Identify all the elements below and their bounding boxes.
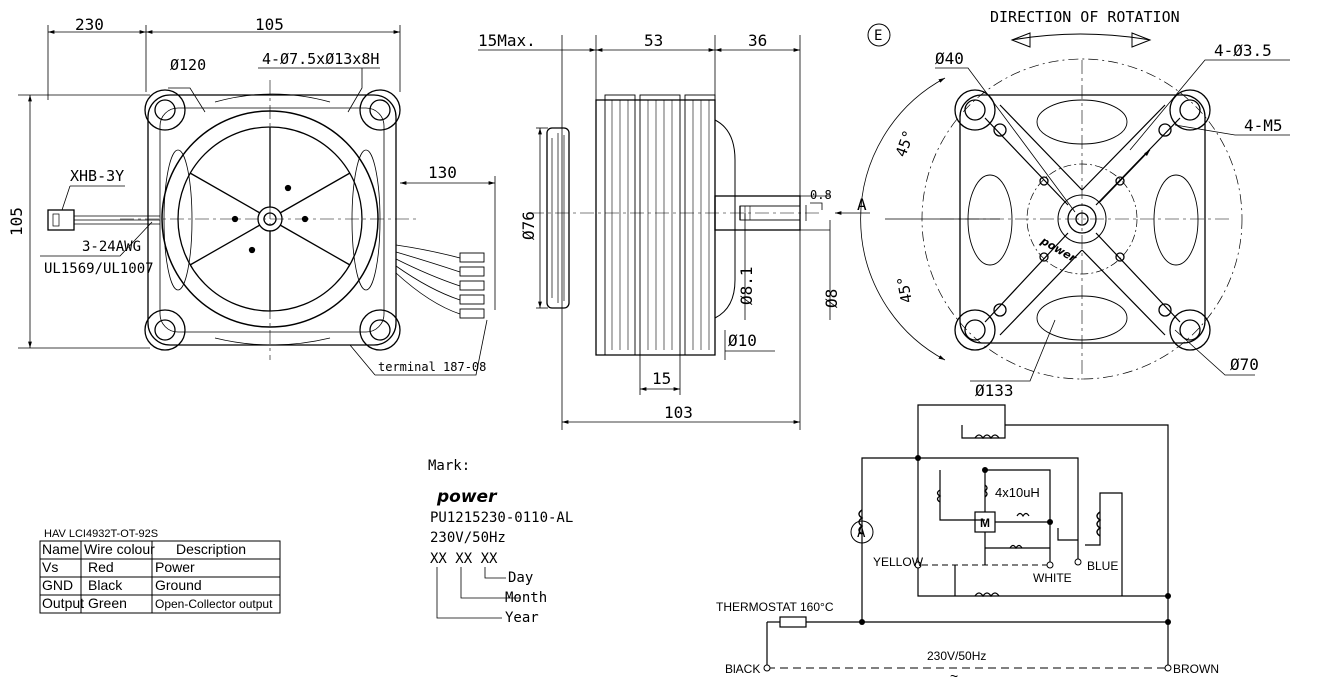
mark-model: PU1215230-0110-AL [430,510,573,526]
dim-15max: 15Max. [478,31,536,50]
dim-diameter-8-1: Ø8.1 [737,266,756,305]
wire-spec-label: UL1569/UL1007 [44,261,154,277]
front-view [18,25,496,376]
circuit-diagram [766,404,1169,669]
dim-diameter-40: Ø40 [935,49,964,68]
angle-45-top: 45° [892,128,918,160]
table-caption: HAV LCI4932T-OT-92S [44,528,158,540]
dim-diameter-70: Ø70 [1230,355,1259,374]
angle-45-bottom: 45° [894,275,916,305]
inductor-label: 4x10uH [995,485,1040,500]
table-cell: Power [155,559,195,575]
circuit-label-a: A [857,525,866,541]
mark-day: Day [508,570,533,586]
wire-brown-label: BROWN [1173,662,1219,676]
motor-symbol: M [980,516,990,530]
rear-view [860,23,1290,382]
dim-diameter-133: Ø133 [975,381,1014,400]
mark-title: Mark: [428,458,470,474]
table-header-name: Name [42,541,80,557]
dim-4-m5: 4-M5 [1244,116,1283,135]
dim-53: 53 [644,31,663,50]
ac-symbol: ~ [950,668,958,684]
mark-voltage: 230V/50Hz [430,530,506,546]
supply-label: 230V/50Hz [927,649,986,663]
dim-230: 230 [75,15,104,34]
dim-105-top: 105 [255,15,284,34]
mark-month: Month [505,590,547,606]
dim-105-left: 105 [7,207,26,236]
mark-leaders [436,567,520,619]
circuit-terminals [763,558,1172,672]
table-cell: Output [42,595,84,611]
mark-brand: power [436,487,498,507]
table-cell: Red [88,559,114,575]
dim-103: 103 [664,403,693,422]
table-cell: Green [88,595,127,611]
table-cell: Open-Collector output [155,597,273,611]
view-label-e: E [874,28,882,44]
rotation-label: DIRECTION OF ROTATION [990,8,1180,26]
side-view [478,35,870,430]
wire-table [39,540,281,614]
table-cell: GND [42,577,73,593]
dim-diameter-10: Ø10 [728,331,757,350]
connector-label: XHB-3Y [70,167,124,185]
mark-year: Year [505,610,539,626]
view-arrow-a: A [857,195,867,214]
wire-white-label: WHITE [1033,571,1072,585]
dim-130: 130 [428,163,457,182]
wire-yellow-label: YELLOW [873,555,924,569]
dim-0-8: 0.8 [810,188,832,202]
table-cell: Ground [155,577,202,593]
dim-4-diameter-3-5: 4-Ø3.5 [1214,41,1272,60]
wire-gauge-label: 3-24AWG [82,239,141,255]
table-cell: Vs [42,559,58,575]
dim-diameter-8: Ø8 [822,289,841,308]
dim-diameter-120: Ø120 [170,56,206,74]
thermostat-label: THERMOSTAT 160°C [716,600,834,614]
table-header-description: Description [176,541,246,557]
dim-mount-holes: 4-Ø7.5xØ13x8H [262,50,379,68]
terminal-label: terminal 187-08 [378,360,486,374]
wire-black-label: BlACK [725,662,760,676]
dim-diameter-76: Ø76 [519,211,538,240]
dim-36: 36 [748,31,767,50]
circuit-junctions [859,455,1171,625]
table-cell: Black [88,577,123,593]
mark-code: XX XX XX [430,551,498,567]
dim-15: 15 [652,369,671,388]
table-header-colour: Wire colour [84,541,155,557]
wire-blue-label: BLUE [1087,559,1118,573]
